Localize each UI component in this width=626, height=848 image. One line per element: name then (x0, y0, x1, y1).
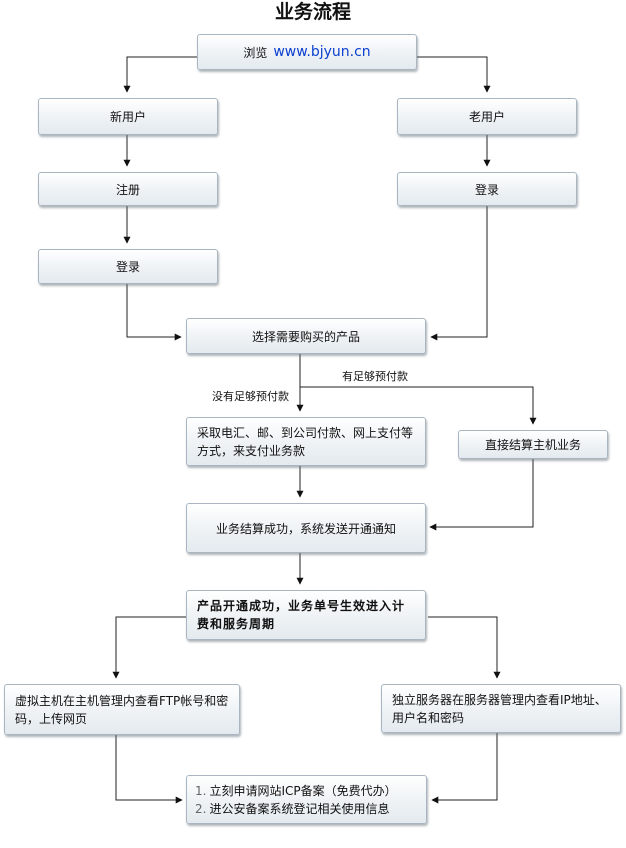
browse-node: 浏览 www.bjyun.cn (197, 34, 417, 70)
product-active-label: 产品开通成功，业务单号生效进入计费和服务周期 (197, 599, 406, 631)
icp-filing-node: 1.立刻申请网站ICP备案（免费代办） 2.进公安备案系统登记相关使用信息 (186, 775, 427, 824)
pay-methods-node: 采取电汇、邮、到公司付款、网上支付等方式，来支付业务款 (186, 417, 426, 466)
edge-login-new-to-select (126, 284, 182, 341)
edge-virtual-to-icp (115, 735, 183, 804)
direct-settle-label: 直接结算主机业务 (484, 438, 581, 452)
site-url-link[interactable]: www.bjyun.cn (273, 44, 371, 60)
register-label: 注册 (115, 182, 140, 197)
login-old-label: 登录 (474, 182, 499, 197)
virtual-host-label: 虚拟主机在主机管理内查看FTP帐号和密码，上传网页 (15, 693, 229, 726)
edge-dedicated-to-icp (431, 733, 498, 804)
virtual-host-node: 虚拟主机在主机管理内查看FTP帐号和密码，上传网页 (4, 684, 240, 735)
edge-browse-to-new-user (123, 56, 198, 93)
edge-active-to-dedicated (428, 616, 501, 679)
new-user-node: 新用户 (38, 98, 218, 135)
login-old-node: 登录 (397, 172, 577, 206)
product-active-node: 产品开通成功，业务单号生效进入计费和服务周期 (186, 590, 426, 640)
pay-methods-label: 采取电汇、邮、到公司付款、网上支付等方式，来支付业务款 (197, 425, 414, 458)
edge-direct-to-settle (429, 459, 534, 531)
select-product-node: 选择需要购买的产品 (186, 318, 426, 354)
login-new-label: 登录 (115, 260, 140, 274)
edge-label-insufficient: 没有足够预付款 (212, 390, 289, 403)
old-user-label: 老用户 (468, 110, 505, 124)
edge-login-old-to-select (430, 206, 488, 341)
browse-label: 浏览 (243, 45, 268, 60)
edge-active-to-virtual (112, 616, 187, 679)
dedicated-server-node: 独立服务器在服务器管理内查看IP地址、用户名和密码 (381, 684, 621, 733)
diagram-title: 业务流程 (274, 1, 351, 23)
direct-settle-node: 直接结算主机业务 (458, 430, 608, 459)
select-product-label: 选择需要购买的产品 (251, 329, 360, 344)
settle-success-node: 业务结算成功，系统发送开通通知 (186, 503, 426, 553)
old-user-node: 老用户 (397, 98, 577, 135)
edge-browse-to-old-user (416, 56, 491, 93)
settle-success-label: 业务结算成功，系统发送开通通知 (215, 521, 396, 536)
icp-step-1: 1.立刻申请网站ICP备案（免费代办） (195, 783, 397, 798)
edge-label-sufficient: 有足够预付款 (342, 370, 408, 383)
icp-step-2: 2.进公安备案系统登记相关使用信息 (195, 801, 390, 816)
new-user-label: 新用户 (109, 110, 146, 124)
login-new-node: 登录 (38, 249, 218, 284)
edge-select-to-direct (300, 386, 537, 425)
register-node: 注册 (38, 172, 218, 206)
dedicated-server-label: 独立服务器在服务器管理内查看IP地址、用户名和密码 (392, 692, 607, 725)
